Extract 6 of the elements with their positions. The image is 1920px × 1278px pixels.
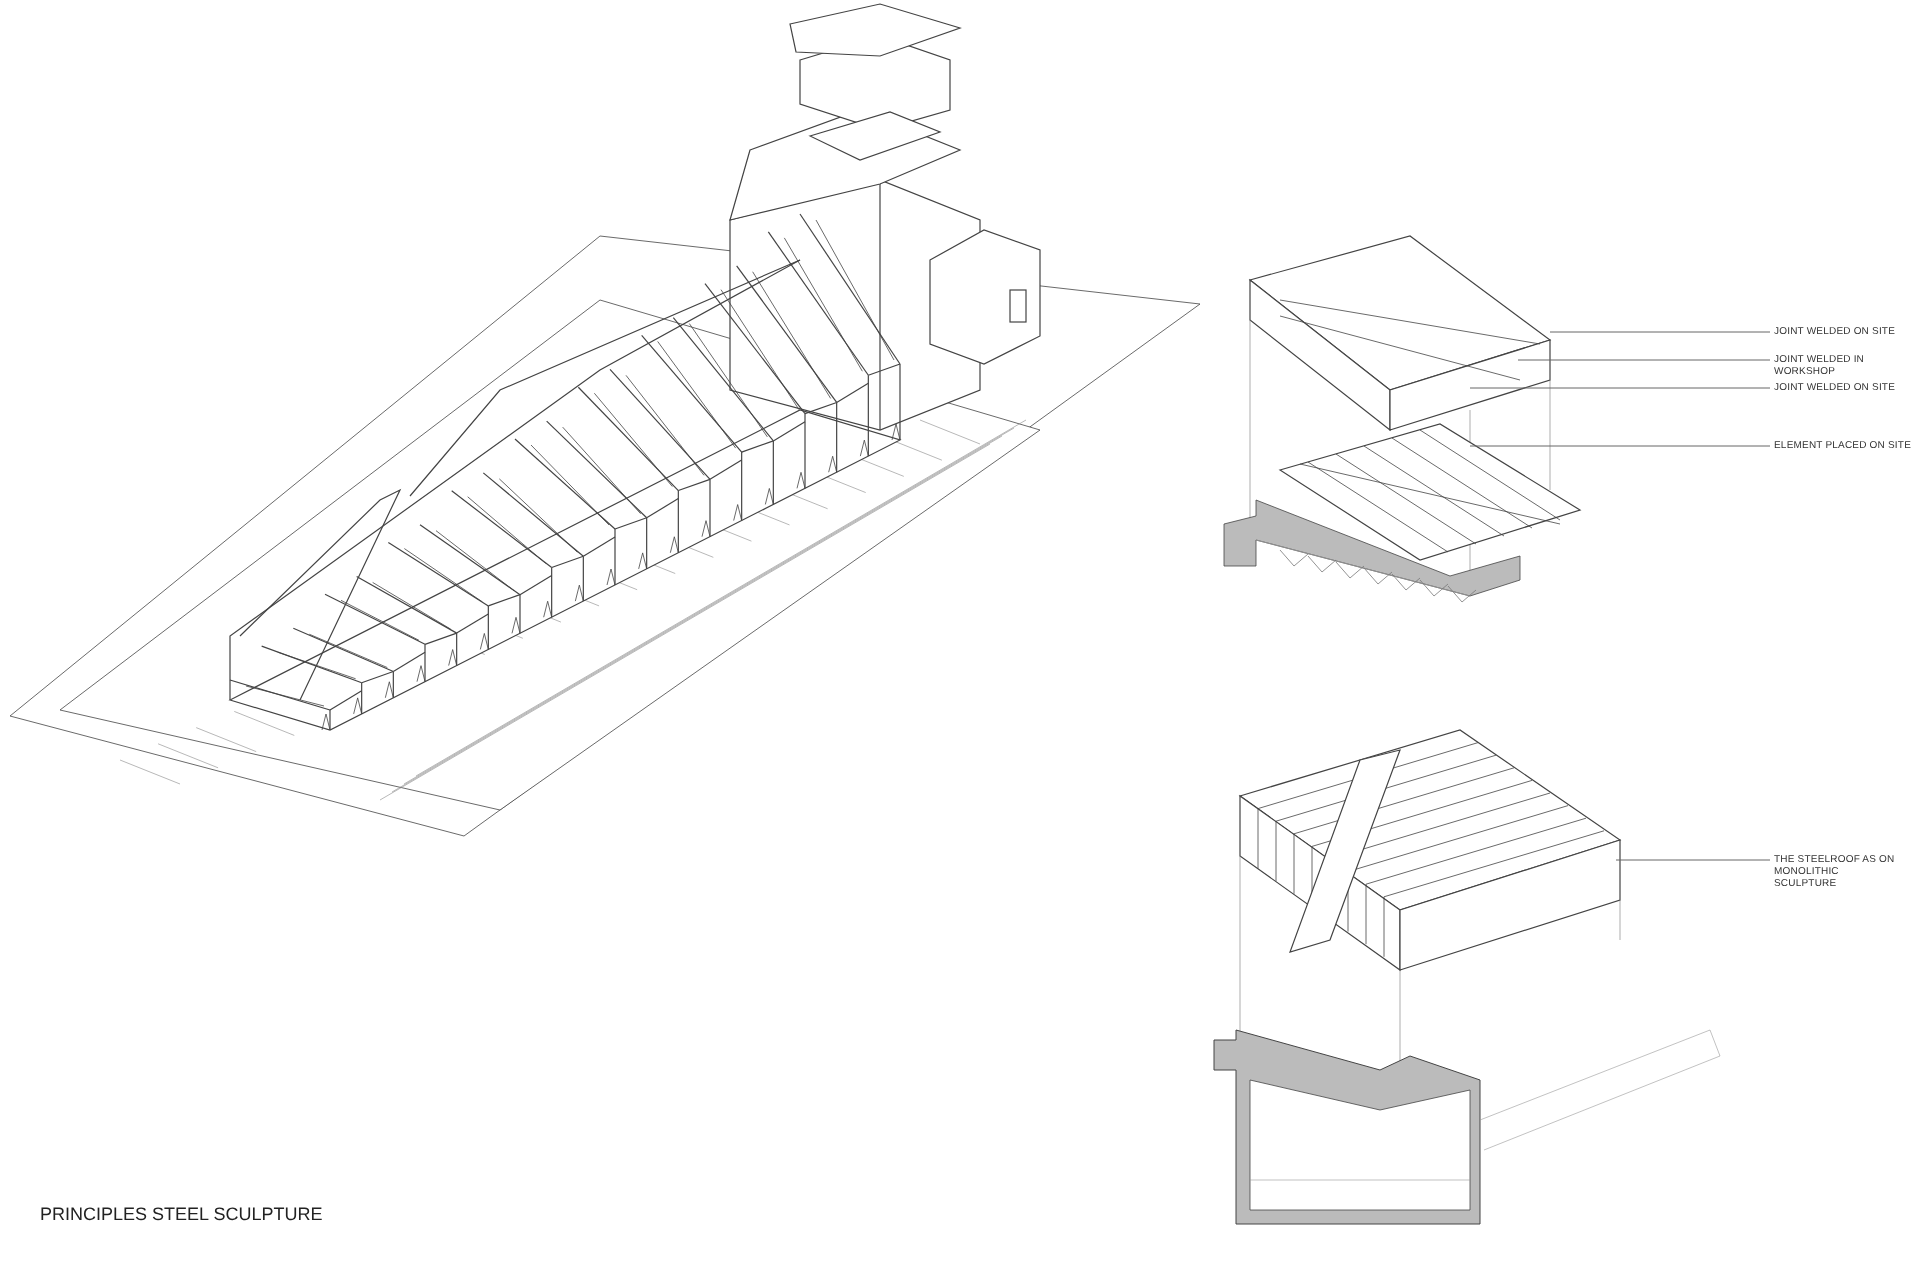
drawing-title: PRINCIPLES STEEL SCULPTURE bbox=[40, 1204, 323, 1224]
leader-line bbox=[1549, 331, 1771, 333]
leader-line bbox=[1469, 387, 1771, 389]
leader-line bbox=[1615, 859, 1771, 861]
leader-line bbox=[1517, 359, 1771, 361]
leader-line bbox=[1469, 445, 1771, 447]
